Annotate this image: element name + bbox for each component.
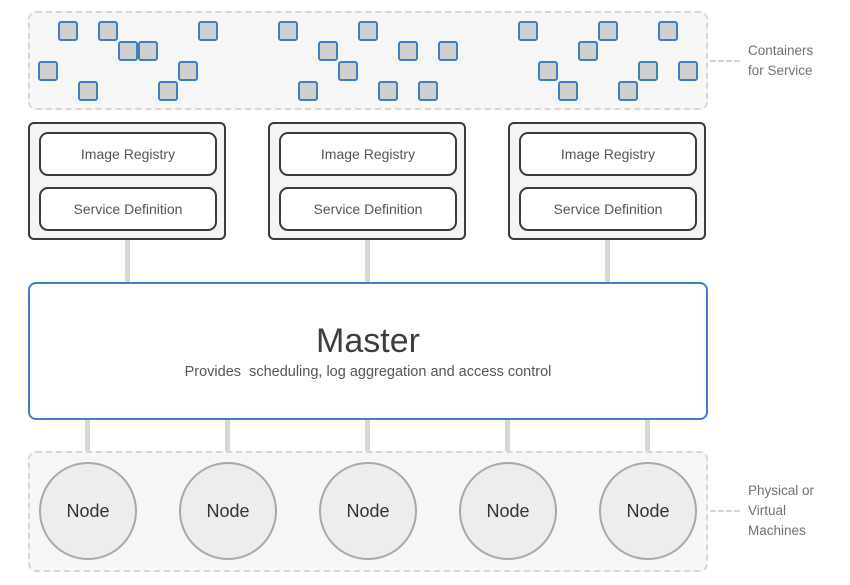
node-circle: Node xyxy=(179,462,277,560)
service-master-connector xyxy=(125,240,130,282)
container-square xyxy=(38,61,58,81)
container-square xyxy=(318,41,338,61)
master-node-connector xyxy=(645,420,650,462)
container-square xyxy=(538,61,558,81)
master-subtitle: Provides scheduling, log aggregation and… xyxy=(184,364,552,380)
container-square xyxy=(658,21,678,41)
container-square xyxy=(598,21,618,41)
service-box: Image Registry Service Definition xyxy=(508,122,706,240)
master-title: Master xyxy=(316,322,420,360)
container-square xyxy=(418,81,438,101)
container-square xyxy=(638,61,658,81)
node-circle: Node xyxy=(319,462,417,560)
container-square xyxy=(338,61,358,81)
image-registry-box: Image Registry xyxy=(279,132,457,176)
containers-leader-line xyxy=(710,60,740,62)
container-square xyxy=(558,81,578,101)
image-registry-box: Image Registry xyxy=(519,132,697,176)
container-square xyxy=(138,41,158,61)
service-box: Image Registry Service Definition xyxy=(268,122,466,240)
container-square xyxy=(618,81,638,101)
container-square xyxy=(118,41,138,61)
node-circle: Node xyxy=(39,462,137,560)
containers-label: Containers for Service xyxy=(748,43,814,78)
master-node-connector xyxy=(505,420,510,462)
image-registry-box: Image Registry xyxy=(39,132,217,176)
service-box: Image Registry Service Definition xyxy=(28,122,226,240)
service-definition-box: Service Definition xyxy=(39,187,217,231)
container-square xyxy=(378,81,398,101)
master-node-connector xyxy=(225,420,230,462)
container-square xyxy=(298,81,318,101)
container-square xyxy=(178,61,198,81)
container-square xyxy=(58,21,78,41)
container-square xyxy=(78,81,98,101)
container-square xyxy=(678,61,698,81)
container-square xyxy=(358,21,378,41)
container-square xyxy=(518,21,538,41)
service-master-connector xyxy=(605,240,610,282)
container-square xyxy=(578,41,598,61)
container-square xyxy=(398,41,418,61)
container-square xyxy=(198,21,218,41)
service-definition-box: Service Definition xyxy=(519,187,697,231)
node-circle: Node xyxy=(459,462,557,560)
master-node-connector xyxy=(365,420,370,462)
container-square xyxy=(158,81,178,101)
master-node-connector xyxy=(85,420,90,462)
container-square xyxy=(278,21,298,41)
container-square xyxy=(438,41,458,61)
container-square xyxy=(98,21,118,41)
master-box: Master Provides scheduling, log aggregat… xyxy=(28,282,708,420)
service-definition-box: Service Definition xyxy=(279,187,457,231)
machines-leader-line xyxy=(710,510,740,512)
node-circle: Node xyxy=(599,462,697,560)
service-master-connector xyxy=(365,240,370,282)
machines-label: Physical or Virtual Machines xyxy=(748,483,815,538)
